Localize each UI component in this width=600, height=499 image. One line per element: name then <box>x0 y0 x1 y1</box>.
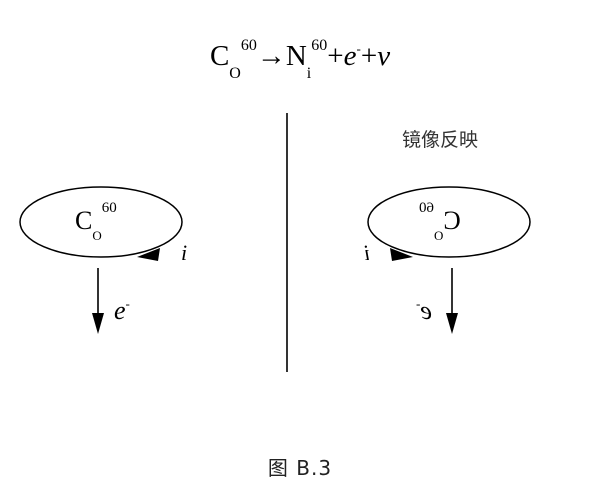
mirror-label: 镜像反映 <box>402 129 479 151</box>
left-nucleus-symbol: C <box>75 206 93 235</box>
parent-mass: 60 <box>240 37 257 55</box>
neutrino-symbol: v <box>377 40 391 72</box>
plus-sign: + <box>360 40 378 72</box>
right-nucleus-sub: O <box>434 228 444 244</box>
electron-charge: - <box>356 41 361 56</box>
product-sub: i <box>306 64 312 82</box>
left-nucleus-label: CO 60 <box>75 201 117 242</box>
left-current-loop <box>19 186 183 258</box>
right-current-label-mirrored: i <box>364 240 371 265</box>
right-nucleus-mass: 60 <box>419 200 434 217</box>
left-electron-charge: - <box>125 296 130 311</box>
electron-symbol: e <box>343 40 357 72</box>
product-mass: 60 <box>311 37 328 55</box>
right-electron-arrowhead <box>446 313 458 334</box>
right-nucleus-symbol: C <box>443 206 461 235</box>
left-electron-arrowhead <box>92 313 104 334</box>
product-symbol: N <box>285 40 307 72</box>
right-electron-charge: - <box>416 296 421 311</box>
left-nucleus-mass: 60 <box>101 200 117 217</box>
reaction-arrow: → <box>256 40 286 72</box>
left-current-label: i <box>181 240 188 265</box>
right-nucleus-label-mirrored: CO60 <box>419 200 461 243</box>
parent-sub: O <box>229 64 241 82</box>
right-electron-label-mirrored: e- <box>416 296 432 326</box>
right-current-loop <box>367 186 531 258</box>
parent-symbol: C <box>209 40 230 72</box>
decay-equation: CO60→Ni60+e-+v <box>0 36 600 81</box>
right-current-arrow <box>390 248 413 261</box>
left-current-arrow <box>137 248 160 261</box>
left-electron-label: e- <box>114 296 130 326</box>
left-electron-symbol: e <box>114 296 126 325</box>
plus-sign: + <box>327 40 344 72</box>
right-electron-symbol: e <box>420 296 432 325</box>
figure-caption: 图 B.3 <box>267 456 333 480</box>
left-nucleus-sub: O <box>92 228 102 244</box>
